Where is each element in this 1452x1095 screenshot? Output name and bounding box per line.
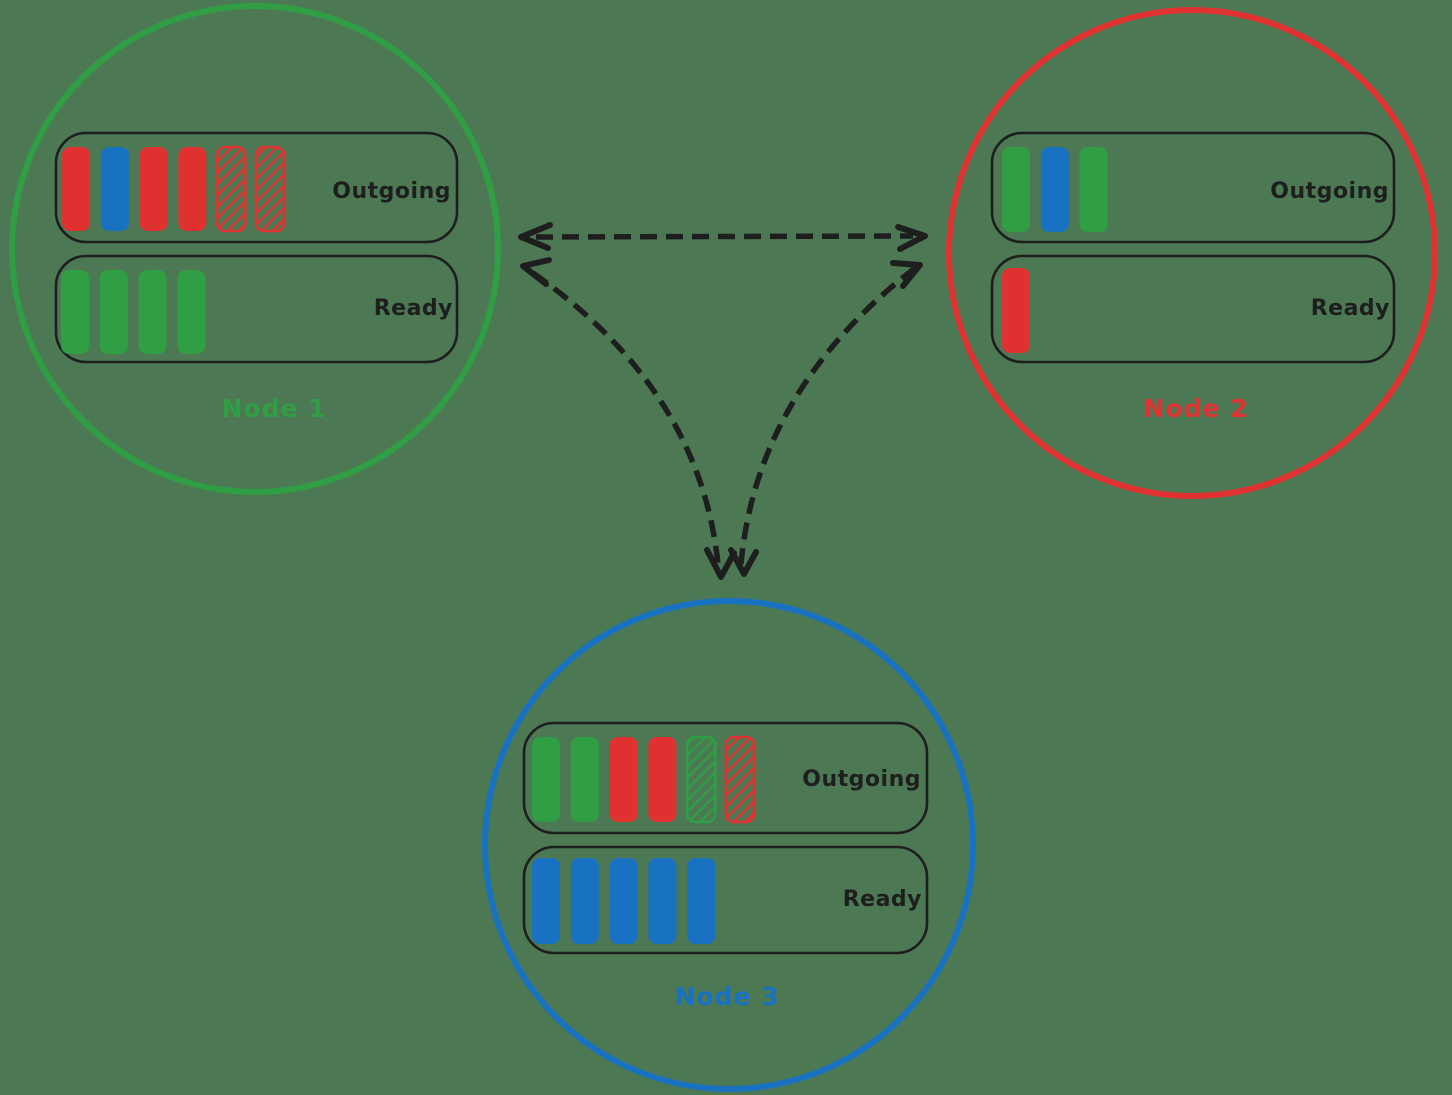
queue-item-red-solid <box>62 147 90 231</box>
node-1-outgoing-box <box>54 131 459 244</box>
node-1-title: Node 1 <box>221 394 326 423</box>
queue-item-red-solid <box>609 737 638 822</box>
node-3-ready-box <box>522 845 929 955</box>
arrowhead-upright-icon <box>890 260 923 289</box>
node-3: Outgoing Ready Node 3 <box>482 598 976 1092</box>
queue-item-red-solid <box>1002 268 1030 353</box>
node-2-circle <box>946 7 1438 499</box>
node-2-title: Node 2 <box>1143 394 1248 423</box>
node-1: Outgoing Ready Node 1 <box>9 3 501 495</box>
queue-item-green-solid <box>177 270 206 354</box>
node-3-outgoing-label: Outgoing <box>802 767 921 792</box>
queue-item-blue-solid <box>609 858 638 944</box>
edge-node1-node3-line <box>531 270 721 565</box>
queue-item-red-hachure <box>724 735 756 824</box>
node-1-circle <box>9 3 501 495</box>
node-3-title: Node 3 <box>674 982 779 1011</box>
node-3-outgoing-box <box>522 721 929 835</box>
arrowhead-left-icon <box>518 222 553 251</box>
node-1-ready-box <box>54 254 459 364</box>
edge-node1-node3 <box>520 257 737 580</box>
node-2-ready-label: Ready <box>1311 296 1390 321</box>
node-2-outgoing-box <box>990 131 1396 244</box>
node-1-ready-items <box>61 270 206 354</box>
queue-item-red-solid <box>139 147 168 231</box>
queue-item-green-solid <box>1002 147 1030 232</box>
edge-node1-node2 <box>518 222 928 252</box>
node-3-outgoing-items <box>532 735 756 824</box>
queue-item-blue-solid <box>687 858 716 944</box>
node-3-ready-items <box>532 858 716 944</box>
queue-item-red-solid <box>648 737 677 822</box>
arrowhead-down-right-icon <box>728 547 759 577</box>
edge-node2-node3 <box>728 260 923 577</box>
arrowhead-down-left-icon <box>704 547 737 580</box>
queue-item-green-solid <box>61 270 89 354</box>
queue-item-green-hachure <box>685 735 717 824</box>
node-2-outgoing-items <box>1002 147 1108 232</box>
node-2: Outgoing Ready Node 2 <box>946 7 1438 499</box>
queue-item-blue-solid <box>570 858 599 944</box>
arrowhead-right-icon <box>895 224 928 252</box>
queue-item-red-hachure <box>215 145 247 233</box>
arrowhead-upleft-icon <box>520 257 552 287</box>
node-2-ready-items <box>1002 268 1030 353</box>
queue-item-blue-solid <box>648 858 677 944</box>
node-1-ready-label: Ready <box>374 296 453 321</box>
queue-item-green-solid <box>1079 147 1108 232</box>
node-3-circle <box>482 598 976 1092</box>
node-2-ready-box <box>990 254 1396 364</box>
queue-item-blue-solid <box>532 858 560 944</box>
queue-item-green-solid <box>570 737 599 822</box>
edge-node2-node3-line <box>738 265 917 565</box>
queue-item-blue-solid <box>100 147 129 231</box>
node-1-outgoing-items <box>62 145 286 233</box>
queue-item-green-solid <box>532 737 560 822</box>
queue-item-blue-solid <box>1040 147 1069 232</box>
edge-node1-node2-line <box>535 233 914 240</box>
queue-item-green-solid <box>138 270 167 354</box>
queue-item-red-solid <box>178 147 207 231</box>
queue-item-red-hachure <box>254 145 286 233</box>
node-3-ready-label: Ready <box>843 887 922 912</box>
queue-item-green-solid <box>99 270 128 354</box>
node-1-outgoing-label: Outgoing <box>332 179 451 204</box>
node-2-outgoing-label: Outgoing <box>1270 179 1389 204</box>
